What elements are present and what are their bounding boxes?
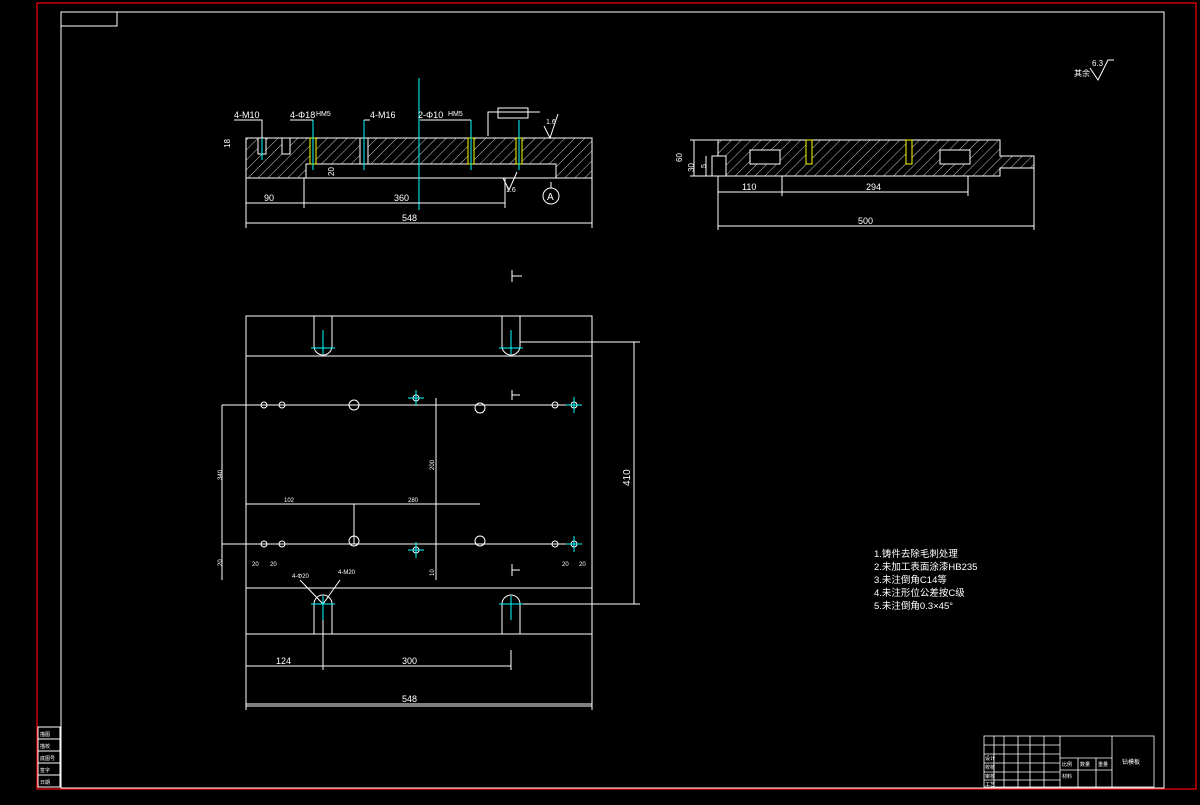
dim-b-500: 500 (858, 216, 873, 226)
dim-b-30: 30 (687, 163, 696, 172)
dim-a-548: 548 (402, 213, 417, 223)
title-cell-4: 工艺 (985, 782, 995, 788)
label-plan-holes-b: 4-M20 (338, 570, 356, 576)
dim-plan-548: 548 (402, 694, 417, 704)
dim-a-360: 360 (394, 193, 409, 203)
note-2: 2.未加工表面涂漆HB235 (874, 561, 977, 573)
dim-plan-s1: 20 (252, 562, 259, 568)
title-cell-7: 重量 (1098, 761, 1108, 768)
label-holes-d10: 2-Φ10 (418, 110, 443, 120)
title-cell-6: 数量 (1080, 761, 1090, 768)
note-1: 1.铸件去除毛刺处理 (874, 548, 958, 560)
note-5: 5.未注倒角0.3×45° (874, 600, 953, 612)
label-tol-2: HM5 (448, 111, 463, 118)
surface-finish-text: 其余 (1074, 68, 1090, 78)
title-part-name: 钻模板 (1122, 758, 1140, 766)
inner-frame (60, 11, 1165, 789)
surface-finish-value: 6.3 (1092, 59, 1104, 68)
side-block-text: 描图 描校 底图号 签字 日期 (40, 731, 55, 786)
section-view-b (690, 139, 1035, 230)
side-cell-2: 描校 (40, 743, 50, 750)
section-view-a (234, 78, 593, 228)
title-block (983, 735, 1155, 788)
side-cell-5: 日期 (40, 780, 50, 786)
side-block (37, 726, 61, 788)
note-4: 4.未注形位公差按C级 (874, 587, 965, 599)
dim-plan-s4: 20 (579, 562, 586, 568)
dim-plan-124: 124 (276, 656, 291, 666)
title-cell-2: 校核 (985, 764, 995, 771)
view-label-a: A (547, 192, 554, 203)
title-cell-1: 设计 (985, 755, 995, 762)
note-3: 3.未注倒角C14等 (874, 574, 947, 586)
side-cell-1: 描图 (40, 731, 50, 738)
cut-marker-top (511, 270, 522, 282)
dim-plan-102: 102 (284, 498, 295, 504)
label-holes-m16: 4-M16 (370, 110, 396, 120)
dim-b-60: 60 (675, 153, 684, 162)
dim-plan-mid-small: 10 (430, 569, 436, 576)
title-cell-8: 材料 (1062, 773, 1072, 780)
dim-a-90: 90 (264, 193, 274, 203)
roughness-top: 1.6 (546, 119, 556, 126)
side-cell-3: 底图号 (40, 755, 55, 762)
dim-plan-s3: 20 (562, 562, 569, 568)
plan-view (221, 315, 640, 710)
dim-plan-s2: 20 (270, 562, 277, 568)
plan-outline (245, 315, 593, 707)
technical-notes: 1.铸件去除毛刺处理 2.未加工表面涂漆HB235 3.未注倒角C14等 4.未… (874, 548, 977, 612)
dim-plan-280: 280 (408, 498, 419, 504)
dim-plan-vert-left: 340 (218, 469, 224, 480)
plan-text: 410 124 300 548 102 280 20 20 20 20 340 … (218, 459, 633, 704)
dim-plan-410: 410 (622, 469, 633, 486)
label-height-left: 18 (223, 139, 232, 148)
label-holes-d18: 4-Φ18 (290, 110, 315, 120)
dim-b-110: 110 (742, 182, 756, 192)
label-tol-1: HM5 (316, 111, 331, 118)
title-cell-5: 比例 (1062, 761, 1072, 768)
surface-finish-symbol (1089, 59, 1114, 81)
dim-plan-side-left: 20 (218, 559, 224, 566)
outer-border (36, 2, 1197, 790)
dim-b-5: 5 (701, 164, 708, 168)
label-holes-m10: 4-M10 (234, 110, 260, 120)
plan-cut-markers (511, 390, 520, 576)
side-cell-4: 签字 (40, 767, 50, 774)
corner-tag (60, 11, 118, 27)
title-block-text: 钻模板 设计 校核 审核 工艺 比例 数量 重量 材料 (985, 755, 1140, 788)
label-height-mid: 20 (327, 167, 336, 176)
roughness-bottom: 1.6 (506, 187, 516, 194)
label-plan-holes-a: 4-Φ20 (292, 574, 309, 580)
plan-centerlines (311, 330, 582, 620)
title-cell-3: 审核 (985, 773, 995, 780)
section-b-text: 60 30 5 110 294 500 (675, 153, 881, 226)
section-a-text: 4-M10 4-Φ18 HM5 4-M16 2-Φ10 HM5 18 20 90… (223, 110, 556, 223)
plan-holes (260, 394, 578, 554)
dim-plan-300: 300 (402, 656, 417, 666)
dim-plan-vert-mid: 200 (430, 459, 436, 470)
dim-b-294: 294 (866, 182, 881, 192)
